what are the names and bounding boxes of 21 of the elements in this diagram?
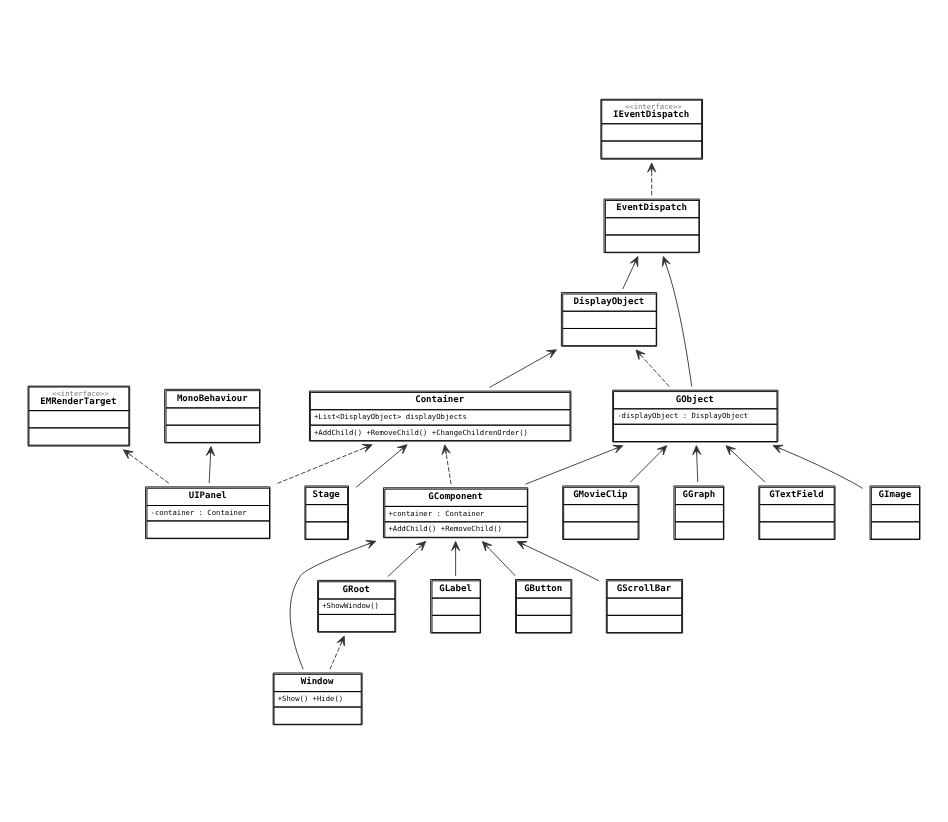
arrow (122, 448, 170, 483)
arrow (725, 444, 766, 482)
arrow (451, 540, 461, 576)
arrow (516, 540, 600, 581)
arrow (289, 539, 377, 669)
arrow (277, 443, 373, 483)
arrow (481, 540, 516, 576)
arrow (355, 443, 408, 487)
arrow (647, 161, 657, 195)
arrow (622, 255, 639, 289)
arrow (205, 445, 215, 483)
arrow (661, 255, 693, 387)
arrow (692, 444, 702, 482)
arrow (441, 443, 452, 484)
arrow (489, 348, 557, 387)
arrow (329, 634, 345, 669)
arrow (635, 348, 670, 386)
arrow (387, 539, 427, 577)
arrow (772, 443, 864, 488)
arrow (525, 443, 624, 484)
arrow (630, 444, 668, 482)
